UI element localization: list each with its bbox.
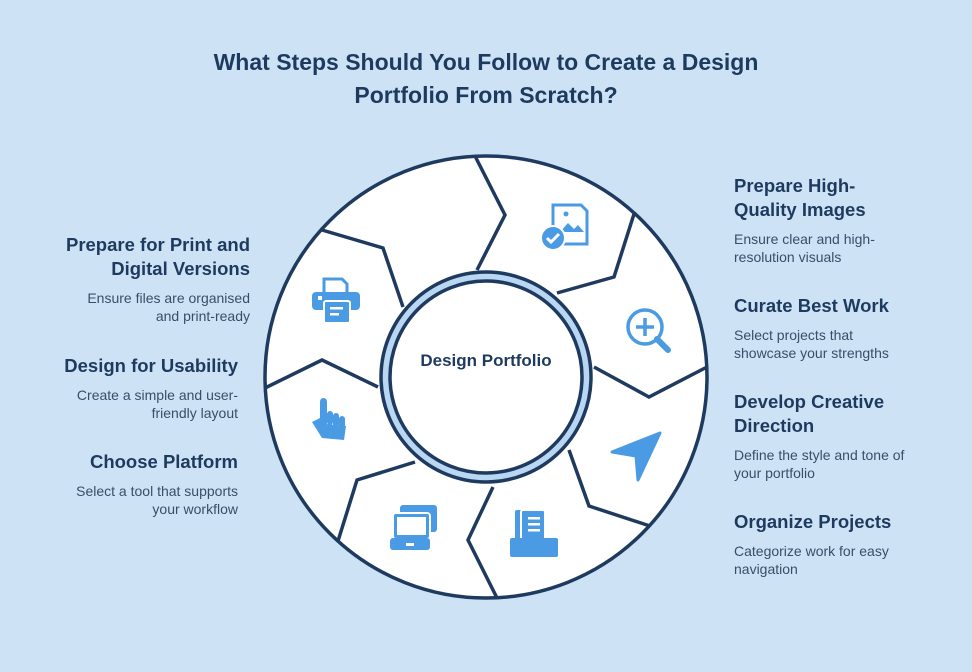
segment-divider — [593, 365, 708, 399]
segment-divider — [336, 460, 416, 542]
step-organize-projects: Organize Projects Categorize work for ea… — [734, 510, 924, 578]
printer-icon — [312, 277, 360, 324]
step-title: Choose Platform — [89, 451, 238, 472]
step-usability: Design for Usability Create a simple and… — [48, 354, 238, 422]
step-desc: Define the style and tone of your portfo… — [734, 447, 905, 481]
step-choose-platform: Choose Platform Select a tool that suppo… — [48, 450, 238, 518]
segment-divider — [264, 358, 379, 390]
document-tray-icon — [510, 509, 558, 557]
step-title: Prepare High-Quality Images — [734, 175, 866, 220]
step-title: Organize Projects — [734, 511, 892, 532]
step-desc: Select a tool that supports your workflo… — [76, 483, 238, 517]
page-title: What Steps Should You Follow to Create a… — [213, 49, 759, 108]
step-print-digital: Prepare for Print and Digital Versions E… — [50, 233, 250, 325]
image-check-icon — [540, 203, 589, 251]
step-title: Prepare for Print and Digital Versions — [65, 234, 250, 279]
step-curate-best-work: Curate Best Work Select projects that sh… — [734, 294, 909, 362]
step-desc: Create a simple and user-friendly layout — [76, 387, 238, 421]
segment-divider — [556, 213, 636, 295]
pointer-hand-icon — [312, 398, 346, 440]
step-high-quality-images: Prepare High-Quality Images Ensure clear… — [734, 174, 884, 266]
segment-divider — [567, 449, 651, 528]
step-title: Develop Creative Direction — [734, 391, 885, 436]
step-creative-direction: Develop Creative Direction Define the st… — [734, 390, 924, 482]
navigation-arrow-icon — [610, 431, 662, 482]
step-desc: Categorize work for easy navigation — [734, 543, 889, 577]
segment-divider — [473, 155, 507, 271]
step-desc: Select projects that showcase your stren… — [734, 327, 889, 361]
step-desc: Ensure files are organised and print-rea… — [87, 290, 250, 324]
step-title: Curate Best Work — [734, 295, 889, 316]
zoom-in-icon — [626, 308, 671, 353]
center-label: Design Portfolio — [420, 351, 551, 370]
step-title: Design for Usability — [64, 355, 238, 376]
segment-divider — [466, 486, 499, 599]
segment-divider — [321, 228, 405, 308]
devices-icon — [390, 505, 437, 550]
step-desc: Ensure clear and high-resolution visuals — [734, 231, 875, 265]
center-circle — [388, 279, 584, 475]
